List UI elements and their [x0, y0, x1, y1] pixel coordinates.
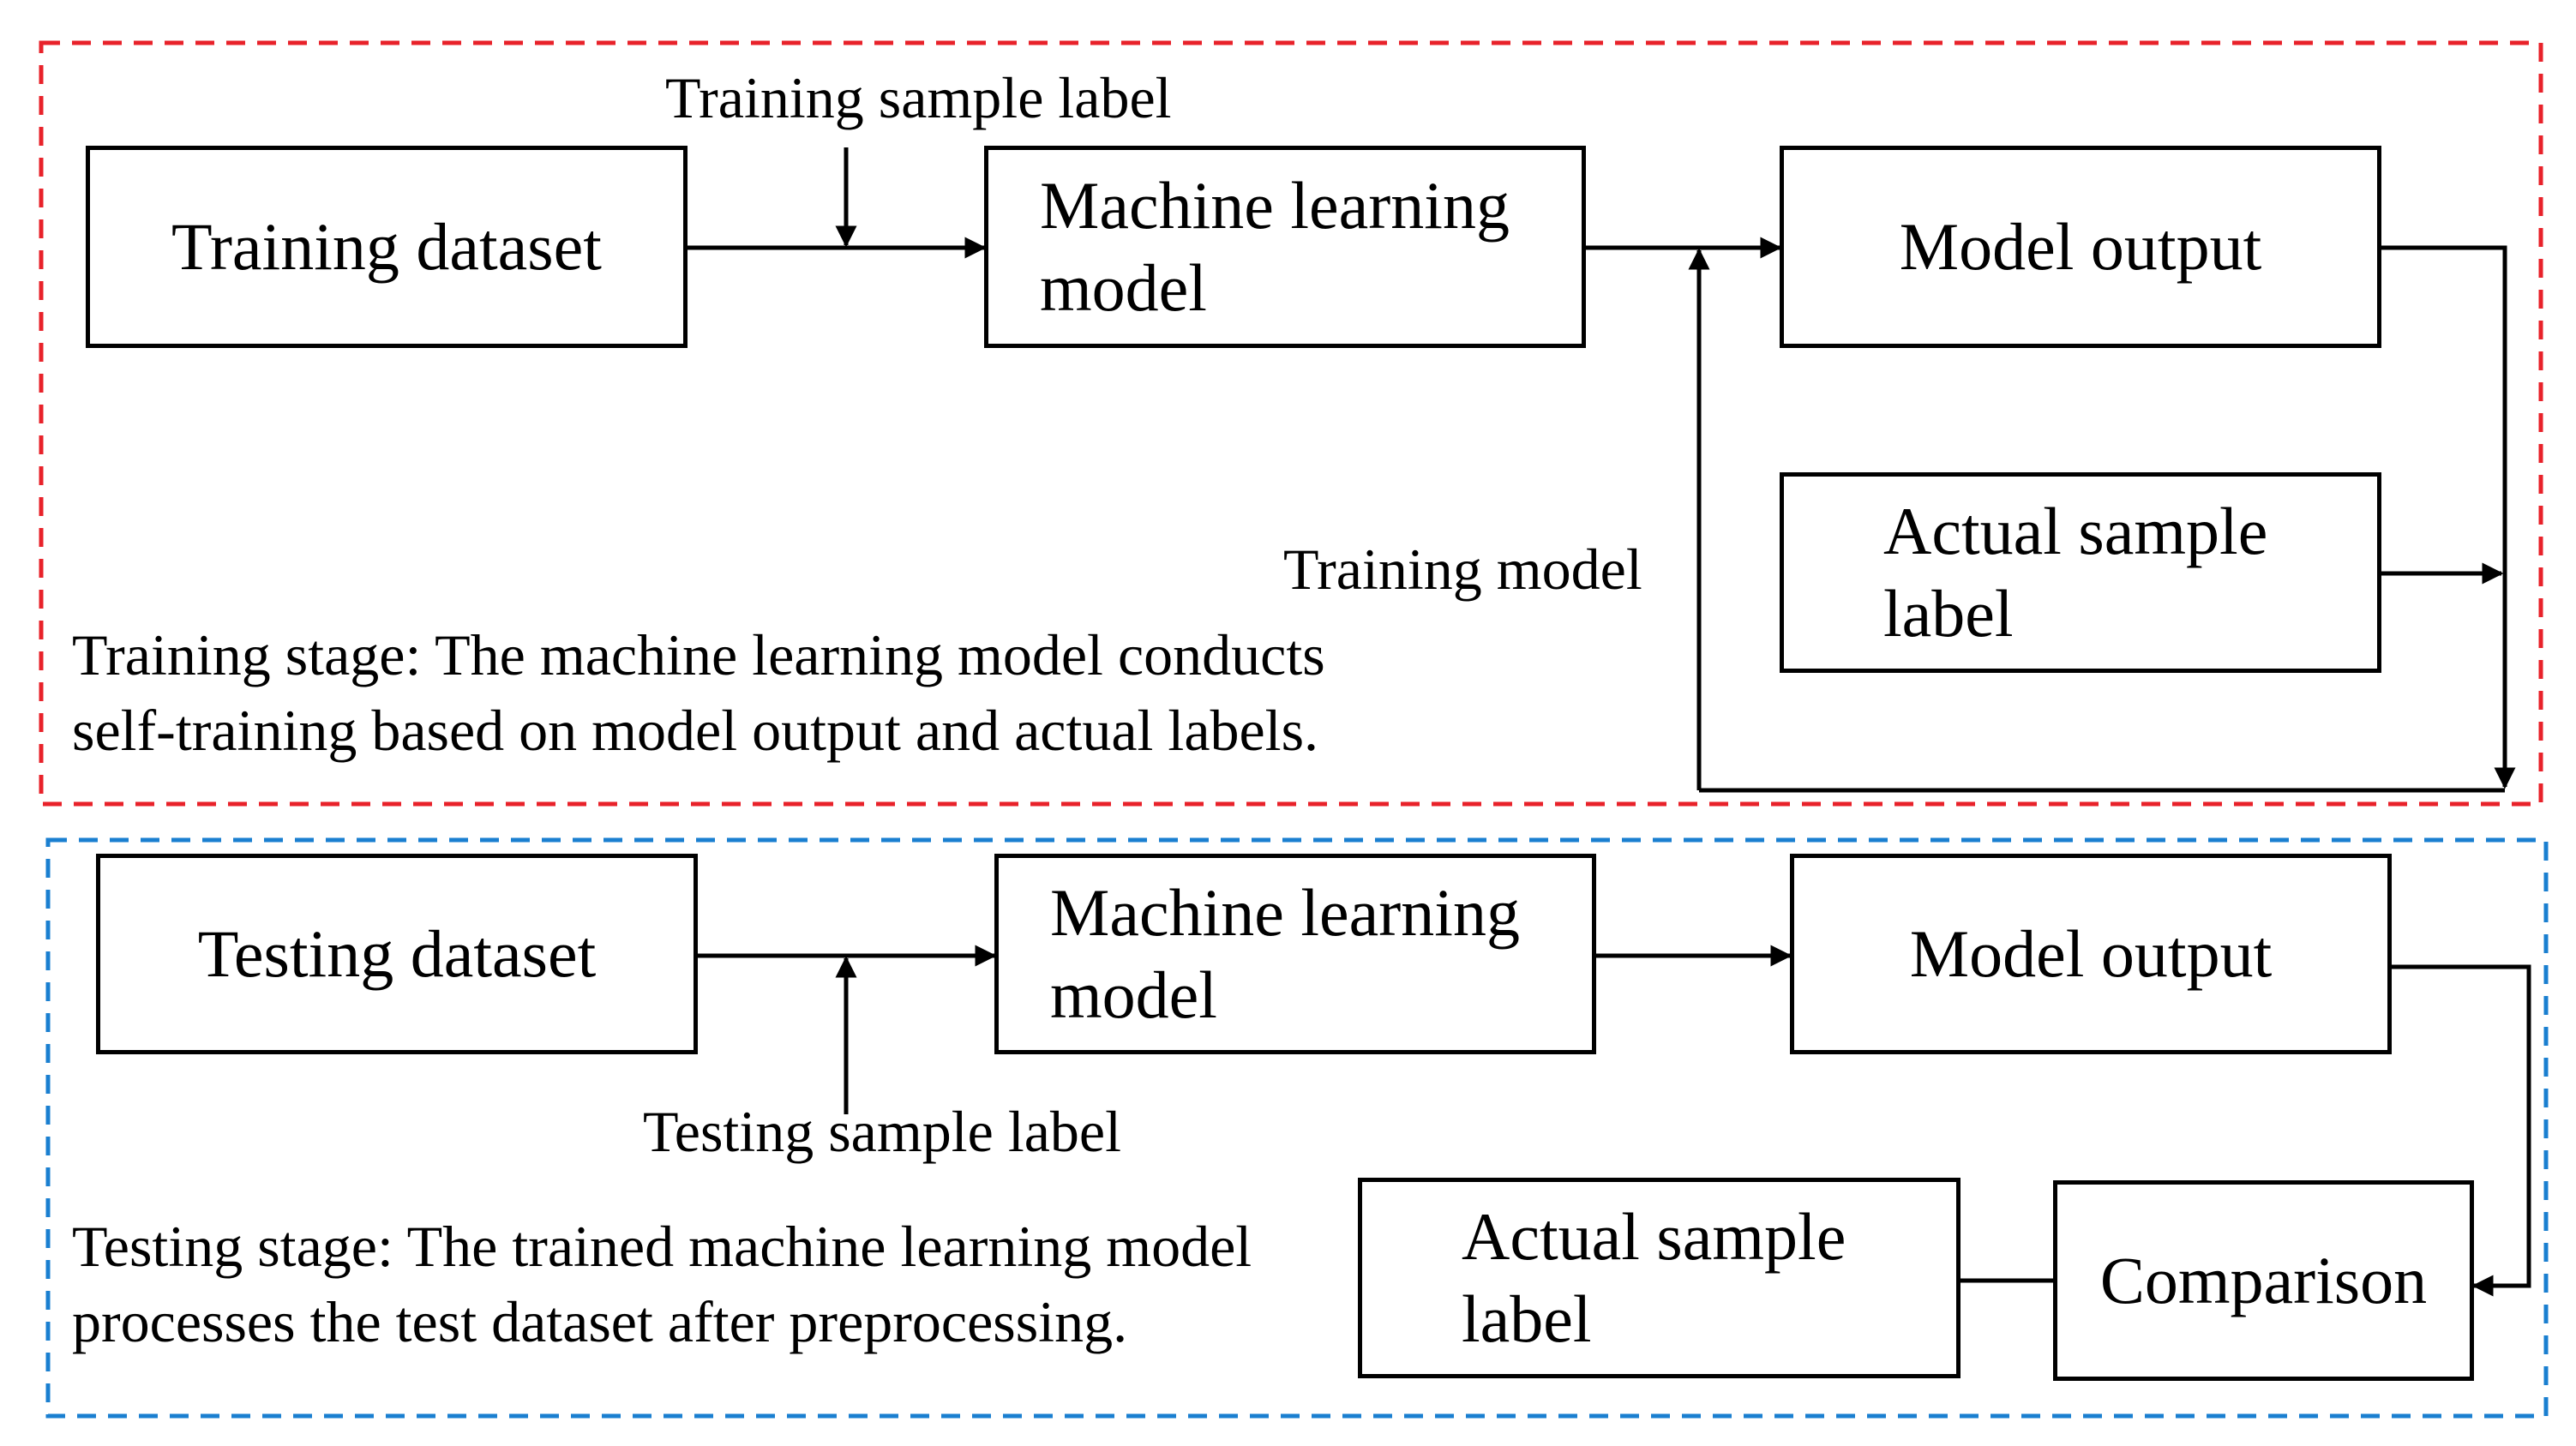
testing-caption-line1: Testing stage: The trained machine learn… — [72, 1214, 1252, 1279]
testing-output-to-comparison-arrow — [2389, 964, 2531, 1297]
training-sample-label: Training sample label — [665, 65, 1172, 130]
training-actual-label-text: Actual sample label — [1883, 494, 2268, 651]
training-output-box: Model output — [1780, 146, 2381, 348]
training-caption-line2: self-training based on model output and … — [72, 698, 1319, 763]
training-caption-line1: Training stage: The machine learning mod… — [72, 622, 1325, 687]
testing-sample-label: Testing sample label — [643, 1099, 1121, 1164]
training-model-label: Training model — [1283, 537, 1642, 602]
testing-model-text: Machine learning model — [1050, 875, 1520, 1032]
testing-stage-border — [45, 837, 2549, 1419]
testing-output-text: Model output — [1909, 916, 2273, 991]
testing-comparison-text: Comparison — [2099, 1243, 2428, 1317]
testing-model-box: Machine learning model — [994, 854, 1596, 1054]
testing-dataset-box: Testing dataset — [96, 854, 698, 1054]
training-stage-border — [39, 40, 2543, 807]
training-dataset-text: Training dataset — [171, 209, 602, 284]
testing-output-box: Model output — [1790, 854, 2392, 1054]
training-model-box: Machine learning model — [984, 146, 1586, 348]
training-output-to-right-line — [2379, 245, 2516, 789]
training-dataset-box: Training dataset — [86, 146, 688, 348]
testing-dataset-text: Testing dataset — [197, 916, 597, 991]
testing-comparison-box: Comparison — [2053, 1180, 2474, 1381]
training-actual-label-box: Actual sample label — [1780, 472, 2381, 673]
training-model-text: Machine learning model — [1040, 168, 1510, 325]
testing-actual-label-box: Actual sample label — [1358, 1178, 1961, 1378]
testing-actual-label-text: Actual sample label — [1462, 1199, 1846, 1356]
testing-caption-line2: processes the test dataset after preproc… — [72, 1289, 1128, 1354]
training-output-text: Model output — [1899, 209, 2262, 284]
